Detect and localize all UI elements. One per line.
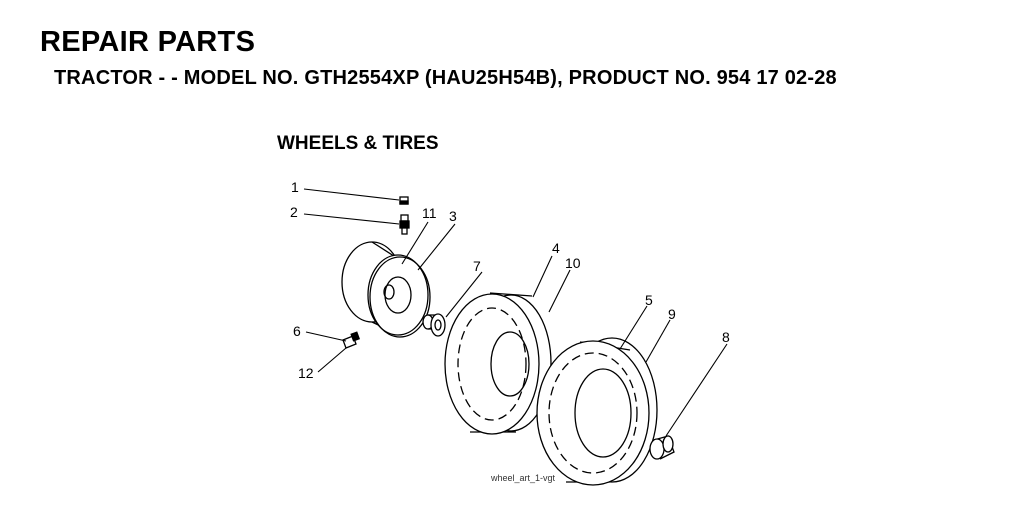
callout-3: 3 [449,208,457,224]
art-credit-label: wheel_art_1-vgt [490,473,556,483]
callout-8: 8 [722,329,730,345]
leader-lines [303,188,728,437]
callout-11: 11 [422,205,437,221]
callout-6: 6 [293,323,301,339]
spacer-bushing-part [422,313,446,337]
callout-5: 5 [645,292,653,308]
callout-12: 12 [298,365,314,381]
model-subtitle: TRACTOR - - MODEL NO. GTH2554XP (HAU25H5… [54,67,837,89]
callout-4: 4 [552,240,560,256]
rear-tire-part [536,337,658,486]
screw-part [342,331,361,349]
section-title: WHEELS & TIRES [277,133,439,154]
valve-stem-part [399,214,410,235]
wheel-rim-part [341,241,431,338]
bushing-part [649,435,675,460]
callout-1: 1 [291,179,299,195]
callout-7: 7 [473,258,481,274]
callout-2: 2 [290,204,298,220]
front-tire-part [444,292,552,435]
callout-10: 10 [565,255,581,271]
page-title: REPAIR PARTS [40,26,256,58]
callout-9: 9 [668,306,676,322]
valve-cap-part [399,196,409,205]
